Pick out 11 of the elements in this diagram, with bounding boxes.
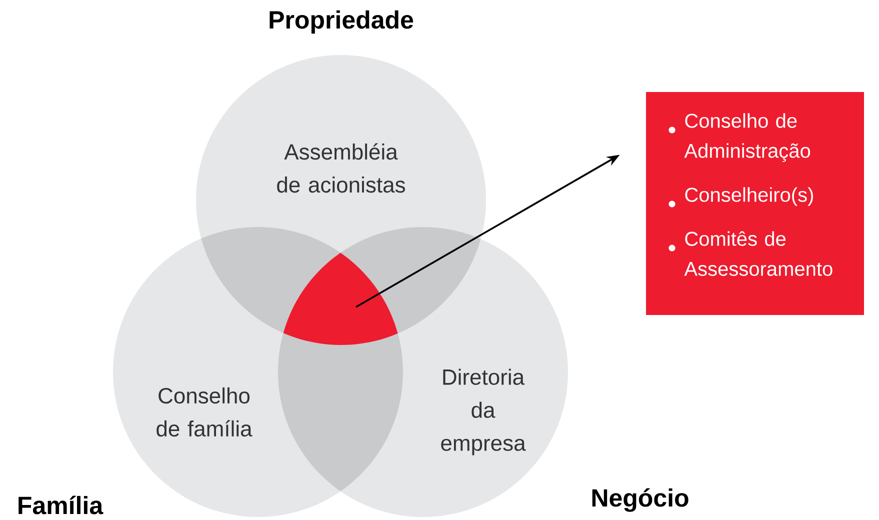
bullet-item: Conselheiro(s) — [668, 187, 813, 208]
info-box — [646, 92, 864, 315]
set-heading: Negócio — [592, 488, 688, 512]
bullet-item: Comitês de Assessoramento — [668, 231, 832, 276]
set-heading: Propriedade — [270, 10, 414, 34]
circle-label: Conselho de família — [156, 387, 252, 437]
bullet-item: Conselho de Administração — [668, 113, 810, 162]
intersection-region — [283, 252, 398, 345]
set-heading: Família — [18, 496, 104, 514]
circle-label: Assembléia de acionistas — [277, 143, 405, 193]
circle-label: Diretoria da empresa — [441, 368, 526, 456]
